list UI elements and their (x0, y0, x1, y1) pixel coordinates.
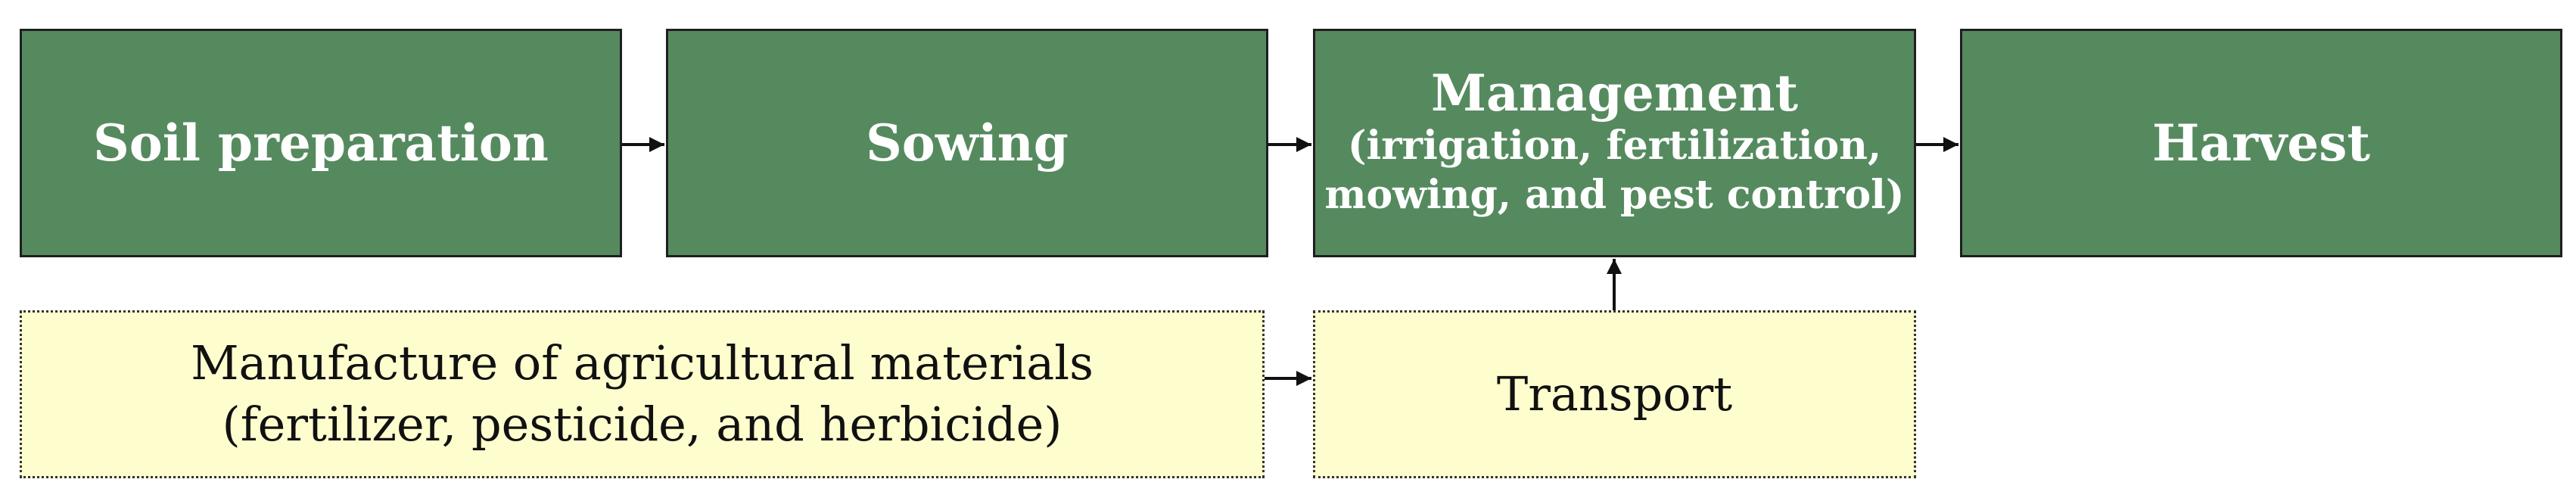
sowing-label: Sowing (866, 113, 1069, 173)
transport-label: Transport (1496, 366, 1733, 422)
management-box: Management (irrigation, fertilization, m… (1313, 29, 1916, 257)
management-title: Management (1430, 64, 1798, 123)
manufacture-line2: (fertilizer, pesticide, and herbicide) (222, 397, 1062, 452)
harvest-box: Harvest (1960, 29, 2562, 257)
manufacture-line1: Manufacture of agricultural materials (191, 335, 1094, 391)
soil-preparation-box: Soil preparation (20, 29, 622, 257)
soil-preparation-label: Soil preparation (93, 113, 549, 173)
sowing-box: Sowing (666, 29, 1268, 257)
management-detail-line1: (irrigation, fertilization, (1347, 122, 1882, 169)
management-detail-line2: mowing, and pest control) (1324, 172, 1905, 219)
manufacture-box: Manufacture of agricultural materials (f… (20, 310, 1265, 478)
transport-box: Transport (1313, 310, 1916, 478)
harvest-label: Harvest (2152, 113, 2370, 173)
